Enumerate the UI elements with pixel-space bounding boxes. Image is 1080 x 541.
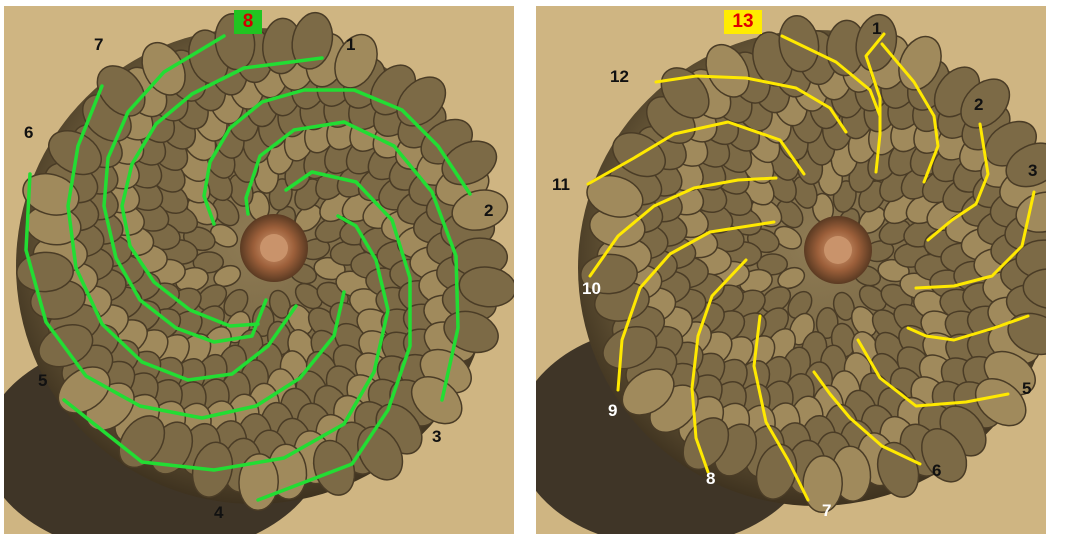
cone-scale: [580, 253, 638, 295]
spiral-line: [906, 314, 1030, 342]
spiral-line: [120, 56, 324, 328]
spiral-label: 9: [608, 401, 618, 420]
spiral-line: [654, 74, 848, 134]
cone-scale: [451, 189, 509, 231]
spiral-line: [62, 214, 390, 472]
cone-scale: [921, 428, 968, 483]
cone-scale: [832, 291, 855, 321]
pinecone-left-drawing: [4, 11, 514, 534]
spiral-line: [256, 170, 412, 502]
cone-scale: [192, 251, 225, 274]
spiral-line: [66, 84, 298, 382]
spiral-label: 1: [872, 19, 882, 38]
spiral-label: 5: [38, 371, 48, 390]
cone-scale: [1022, 268, 1046, 310]
spiral-label: 7: [94, 35, 104, 54]
spiral-line: [914, 190, 1036, 290]
cone-scale: [1005, 142, 1046, 188]
spiral-label: 3: [432, 427, 442, 446]
spiral-label: 4: [214, 503, 224, 522]
spiral-line: [586, 120, 806, 186]
spiral-label: 12: [610, 67, 629, 86]
cone-scale: [602, 326, 658, 370]
spiral-line: [812, 370, 922, 466]
spiral-label: 11: [552, 175, 570, 194]
cone-scale: [291, 11, 334, 70]
spiral-label: 10: [582, 279, 601, 298]
spiral-line: [752, 314, 810, 502]
spiral-count-badge: 13: [724, 10, 762, 34]
spiral-label: 6: [24, 123, 34, 142]
cone-scale: [294, 282, 323, 310]
spiral-line: [24, 172, 346, 420]
spiral-label: 3: [1028, 161, 1038, 180]
spiral-label: 7: [822, 501, 832, 520]
cone-scale: [777, 266, 806, 290]
pinecone-photo-left: 8 1 2 3 4 5 6 7: [4, 6, 514, 534]
yellow-spiral-lines: [586, 32, 1036, 502]
spiral-count-badge: 8: [234, 10, 262, 34]
green-spiral-lines: [24, 34, 472, 502]
cone-scale: [960, 78, 1011, 129]
cone-scale: [96, 65, 146, 117]
cone-scale: [705, 43, 750, 98]
cone-scale: [48, 129, 102, 176]
cone-scale: [773, 225, 803, 250]
spiral-label: 6: [932, 461, 942, 480]
spiral-line: [864, 32, 886, 174]
spiral-line: [244, 120, 460, 402]
cone-scale: [974, 378, 1027, 427]
spiral-line: [588, 176, 778, 278]
spiral-line: [202, 88, 472, 226]
cone-scale: [209, 223, 239, 248]
spiral-line: [616, 220, 776, 392]
spiral-label: 2: [974, 95, 984, 114]
cone-scale: [213, 264, 242, 288]
cone-scale: [223, 288, 249, 317]
cone-scale: [787, 290, 813, 319]
cone-scale: [1007, 312, 1046, 356]
pinecone-photo-right: 13 1 2 3 4 5 6 7 8 9 10 11 12: [536, 6, 1046, 534]
cone-scales: [580, 13, 1046, 514]
cone-scale: [396, 76, 447, 127]
spiral-line: [690, 258, 748, 474]
spiral-label: 5: [1022, 379, 1032, 398]
spiral-label: 8: [706, 469, 716, 488]
cone-scale: [57, 366, 111, 414]
cone-scale: [756, 253, 789, 276]
cone-scale: [586, 174, 644, 218]
cone-scale: [334, 33, 378, 89]
spiral-label: 2: [484, 201, 494, 220]
pinecone-right-drawing: [536, 13, 1046, 534]
cone-scale: [22, 172, 80, 216]
spiral-line: [102, 34, 268, 344]
cone-scale: [858, 284, 887, 312]
cone-scale: [458, 266, 514, 308]
cone-scale: [268, 289, 291, 319]
cone-scale: [621, 368, 675, 416]
cone-scale: [38, 324, 94, 368]
spiral-line: [880, 42, 940, 184]
spiral-label: 1: [346, 35, 356, 54]
cone-scale: [802, 455, 843, 514]
cone-scale: [1015, 191, 1046, 233]
spiral-line: [780, 34, 882, 118]
spiral-line: [856, 338, 1010, 408]
cone-scale: [410, 376, 463, 425]
spiral-line: [926, 122, 990, 242]
